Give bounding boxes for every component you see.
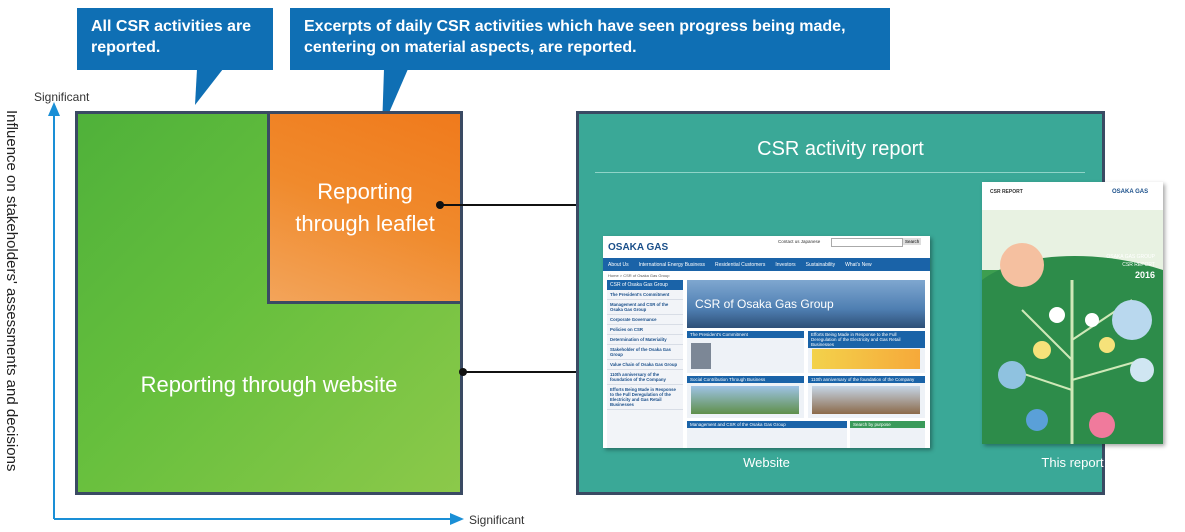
website-box-search-header: Search by purpose	[850, 421, 925, 428]
website-box-deregulation: Efforts Being Made in Response to the Fu…	[808, 331, 925, 373]
website-left-item: Efforts Being Made in Response to the Fu…	[607, 385, 683, 410]
website-left-header: CSR of Osaka Gas Group	[607, 280, 683, 290]
callout-excerpts: Excerpts of daily CSR activities which h…	[290, 8, 890, 70]
website-nav: About Us International Energy Business R…	[603, 258, 930, 271]
website-nav-item: International Energy Business	[638, 261, 706, 268]
callout-all-activities: All CSR activities are reported.	[77, 8, 273, 70]
leaflet-reporting-box: Reporting through leaflet	[267, 114, 460, 304]
website-box-management-header: Management and CSR of the Osaka Gas Grou…	[687, 421, 847, 428]
president-photo	[691, 343, 711, 369]
leaflet-label-line2: through leaflet	[295, 210, 435, 236]
social-image	[691, 386, 799, 414]
report-cover-thumbnail: CSR REPORT OSAKA GAS OSAKA GAS GROUP CSR…	[982, 182, 1163, 444]
cover-subtitle: CSR REPORT	[1122, 262, 1155, 268]
website-hero-title: CSR of Osaka Gas Group	[695, 297, 834, 311]
website-nav-item: Residential Customers	[715, 261, 766, 268]
report-caption: This report	[1041, 455, 1104, 470]
website-left-menu: CSR of Osaka Gas Group The President's C…	[607, 280, 683, 448]
cover-label: CSR REPORT	[990, 189, 1023, 195]
website-nav-item: Sustainability	[805, 261, 836, 268]
website-box-search: Search by purpose	[850, 421, 925, 448]
website-nav-item: Investors	[775, 261, 796, 268]
website-box-president: The President's Commitment	[687, 331, 804, 373]
cover-group: OSAKA GAS GROUP	[1106, 254, 1155, 260]
website-connector-dot	[459, 368, 467, 376]
website-reporting-label: Reporting through website	[140, 372, 398, 397]
website-search-button: Search	[903, 238, 922, 245]
website-box-president-header: The President's Commitment	[687, 331, 804, 338]
website-left-item: 110th anniversary of the foundation of t…	[607, 370, 683, 385]
website-box-social: Social Contribution Through Business	[687, 376, 804, 418]
website-thumbnail: OSAKA GAS Contact us Japanese Search Abo…	[603, 236, 930, 448]
website-left-item: The President's Commitment	[607, 290, 683, 300]
website-nav-item: About Us	[608, 261, 629, 268]
website-box-management: Management and CSR of the Osaka Gas Grou…	[687, 421, 847, 448]
website-top-links: Contact us Japanese	[778, 239, 821, 244]
cover-year: 2016	[1134, 270, 1155, 280]
deregulation-image	[812, 349, 920, 369]
website-box-social-header: Social Contribution Through Business	[687, 376, 804, 383]
callout-all-activities-tail	[195, 69, 223, 105]
website-search-box	[831, 238, 903, 247]
website-nav-item: What's New	[845, 261, 872, 268]
website-left-item: Stakeholder of the Osaka Gas Group	[607, 345, 683, 360]
x-axis-right-label: Significant	[469, 513, 525, 527]
panel-divider	[595, 172, 1085, 173]
website-caption: Website	[743, 455, 790, 470]
cover-logo: OSAKA GAS	[1112, 189, 1149, 195]
osaka-gas-logo: OSAKA GAS	[608, 242, 669, 253]
website-left-item: Management and CSR of the Osaka Gas Grou…	[607, 300, 683, 315]
y-axis-title: Influence on stakeholders' assessments a…	[3, 110, 20, 472]
anniversary-image	[812, 386, 920, 414]
axes-arrows	[48, 102, 464, 525]
website-connector-line	[463, 371, 601, 373]
website-breadcrumb: Home > CSR of Osaka Gas Group	[608, 273, 670, 278]
website-left-item: Determination of Materiality	[607, 335, 683, 345]
callout-all-activities-text: All CSR activities are reported.	[91, 18, 252, 56]
website-box-deregulation-header: Efforts Being Made in Response to the Fu…	[808, 331, 925, 348]
y-axis-top-label: Significant	[34, 90, 90, 104]
callout-excerpts-text: Excerpts of daily CSR activities which h…	[304, 18, 846, 56]
website-left-item: Policies on CSR	[607, 325, 683, 335]
website-left-item: Corporate Governance	[607, 315, 683, 325]
cover-artwork	[982, 210, 1163, 444]
website-box-anniversary: 110th anniversary of the foundation of t…	[808, 376, 925, 418]
csr-activity-report-title: CSR activity report	[757, 138, 924, 160]
website-left-item: Value Chain of Osaka Gas Group	[607, 360, 683, 370]
website-box-anniversary-header: 110th anniversary of the foundation of t…	[808, 376, 925, 383]
leaflet-connector-dot	[436, 201, 444, 209]
leaflet-label-line1: Reporting	[317, 178, 413, 204]
website-hero: CSR of Osaka Gas Group	[687, 280, 925, 328]
